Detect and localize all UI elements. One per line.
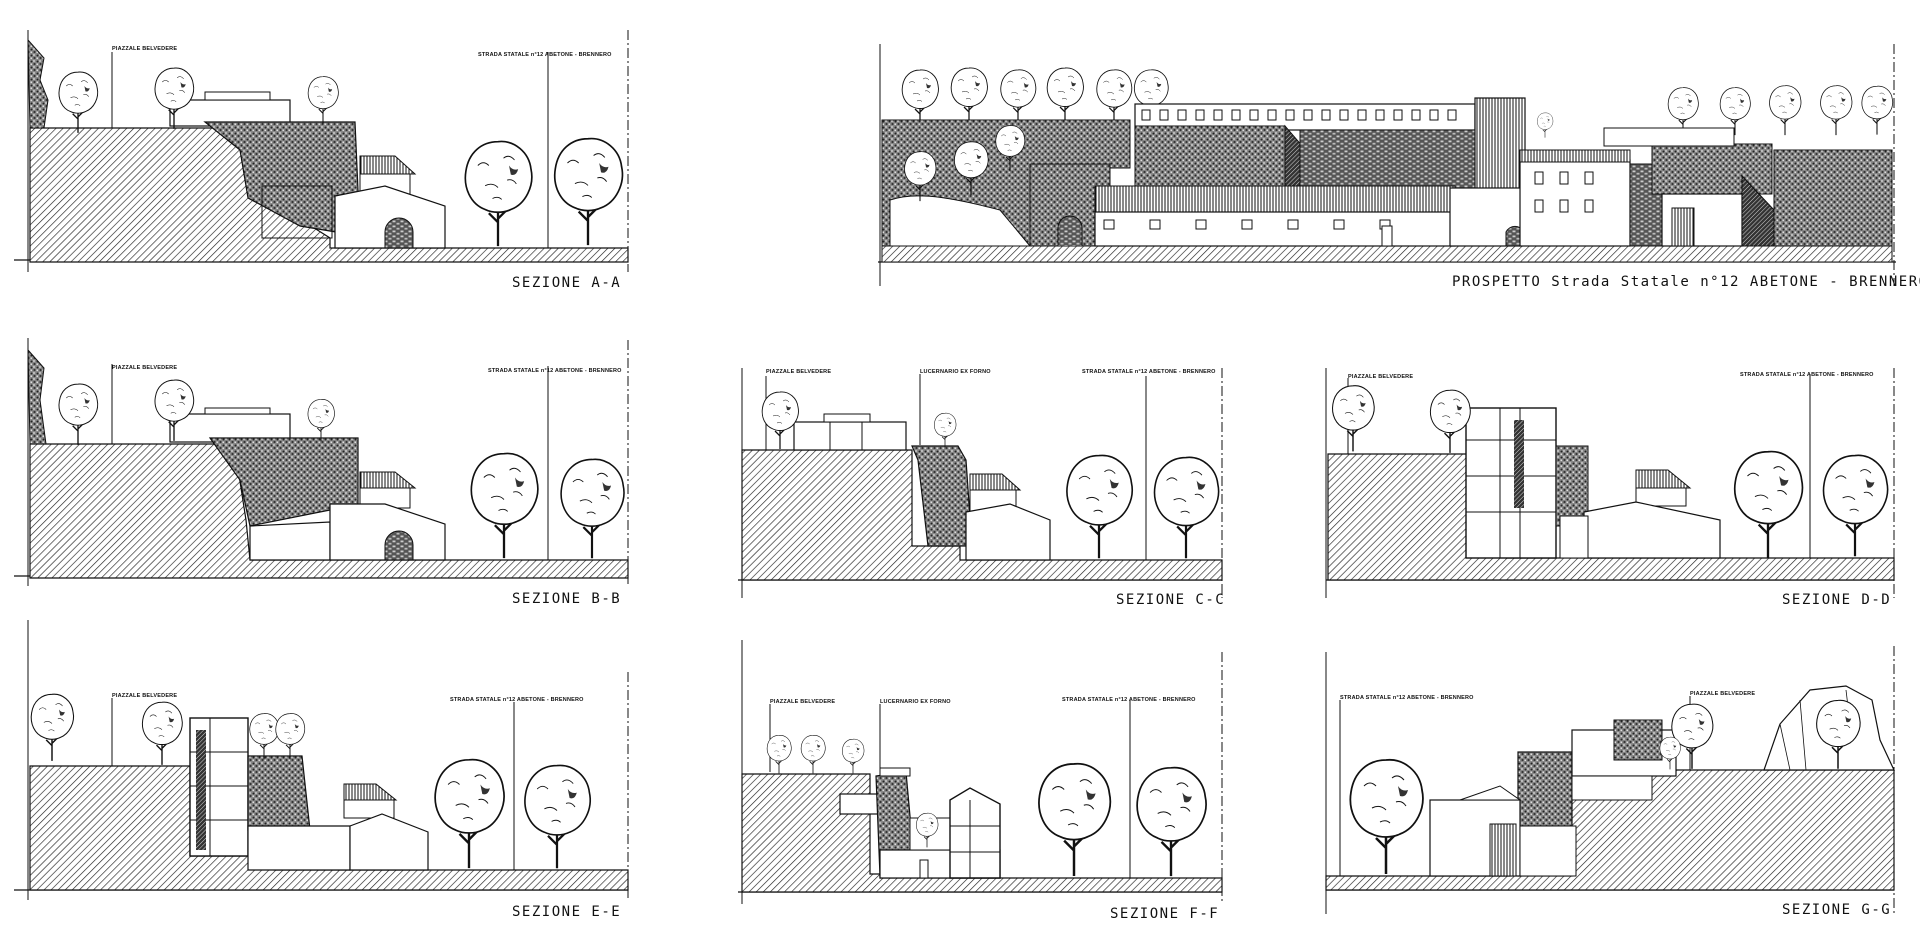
label-strada-statale-b: STRADA STATALE n°12 ABETONE - BRENNERO [488,368,622,374]
section-f-f: PIAZZALE BELVEDERE LUCERNARIO EX FORNO S… [738,640,1223,922]
caption-prospetto: PROSPETTO Strada Statale n°12 ABETONE - … [1452,274,1920,290]
label-lucernario-f: LUCERNARIO EX FORNO [880,699,951,705]
label-piazzale-belvedere-g: PIAZZALE BELVEDERE [1690,691,1755,697]
caption-sezione-c-c: SEZIONE C-C [1116,592,1225,608]
caption-sezione-b-b: SEZIONE B-B [512,591,621,607]
caption-sezione-d-d: SEZIONE D-D [1782,592,1891,608]
label-lucernario-c: LUCERNARIO EX FORNO [920,369,991,375]
section-c-c: PIAZZALE BELVEDERE LUCERNARIO EX FORNO S… [738,368,1225,608]
section-b-b: PIAZZALE BELVEDERE STRADA STATALE n°12 A… [14,338,629,607]
label-strada-statale-e: STRADA STATALE n°12 ABETONE - BRENNERO [450,697,584,703]
label-strada-statale-c: STRADA STATALE n°12 ABETONE - BRENNERO [1082,369,1216,375]
label-piazzale-belvedere-a: PIAZZALE BELVEDERE [112,46,177,52]
label-piazzale-belvedere-b: PIAZZALE BELVEDERE [112,365,177,371]
label-strada-statale-g: STRADA STATALE n°12 ABETONE - BRENNERO [1340,695,1474,701]
caption-sezione-a-a: SEZIONE A-A [512,275,621,291]
caption-sezione-g-g: SEZIONE G-G [1782,902,1891,918]
label-piazzale-belvedere-f: PIAZZALE BELVEDERE [770,699,835,705]
elevation-prospetto: PROSPETTO Strada Statale n°12 ABETONE - … [878,44,1920,290]
section-g-g: STRADA STATALE n°12 ABETONE - BRENNERO P… [1325,646,1895,918]
label-piazzale-belvedere-c: PIAZZALE BELVEDERE [766,369,831,375]
label-piazzale-belvedere-e: PIAZZALE BELVEDERE [112,693,177,699]
caption-sezione-f-f: SEZIONE F-F [1110,906,1219,922]
caption-sezione-e-e: SEZIONE E-E [512,904,621,920]
label-strada-statale-f: STRADA STATALE n°12 ABETONE - BRENNERO [1062,697,1196,703]
section-d-d: PIAZZALE BELVEDERE STRADA STATALE n°12 A… [1325,368,1895,608]
section-a-a: PIAZZALE BELVEDERE STRADA STATALE n°12 A… [14,30,629,291]
label-strada-statale-d: STRADA STATALE n°12 ABETONE - BRENNERO [1740,372,1874,378]
label-piazzale-belvedere-d: PIAZZALE BELVEDERE [1348,374,1413,380]
label-strada-statale-a: STRADA STATALE n°12 ABETONE - BRENNERO [478,52,612,58]
section-e-e: PIAZZALE BELVEDERE STRADA STATALE n°12 A… [14,620,629,920]
